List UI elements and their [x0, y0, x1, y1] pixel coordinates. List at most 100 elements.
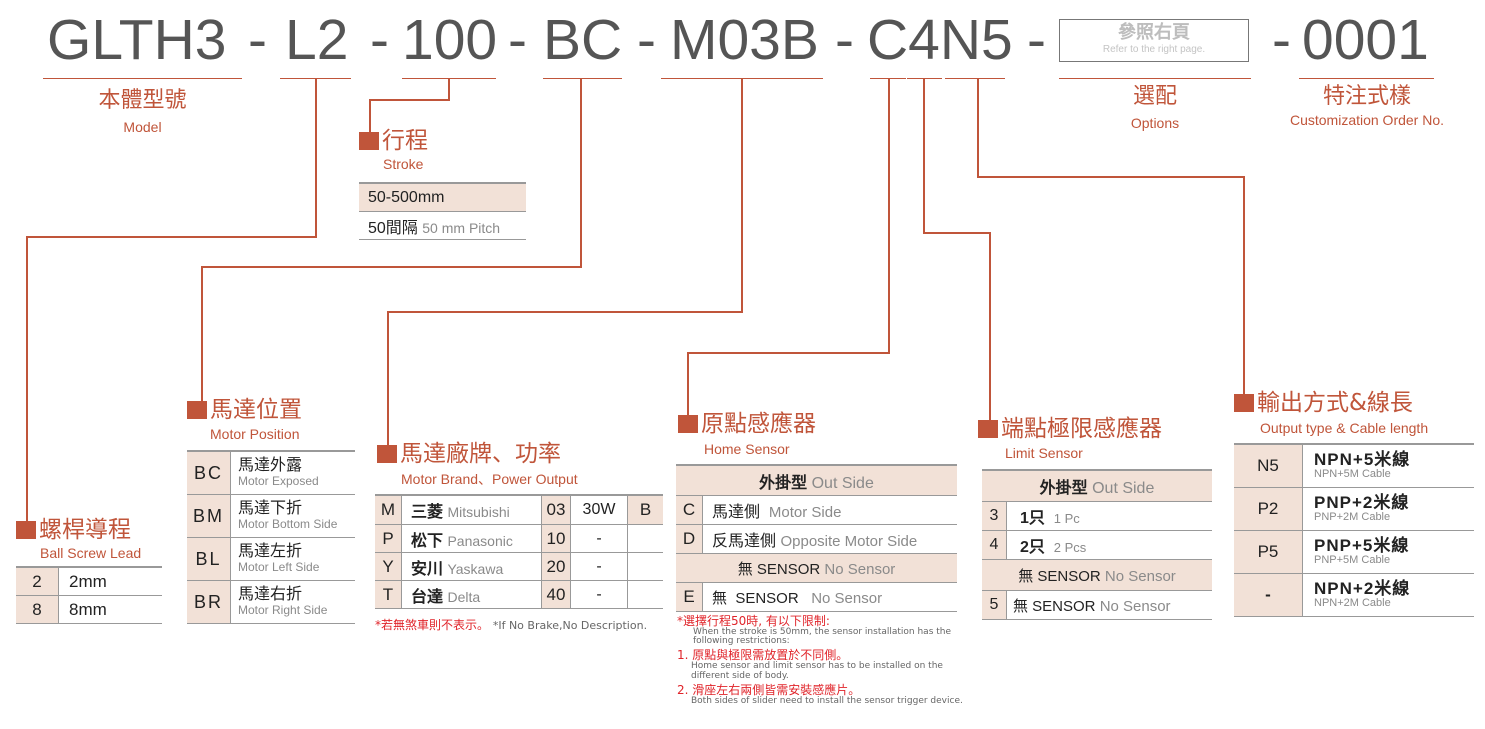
underline-motor-position: [543, 78, 622, 79]
limit-group-outside-zh: 外掛型: [1039, 480, 1088, 497]
connector-stroke: [369, 99, 371, 139]
code-segment-model: GLTH3: [47, 8, 227, 72]
limit-desc-zh: 無 SENSOR: [1013, 597, 1096, 615]
limit-desc: 2只 2 Pcs: [1006, 530, 1212, 560]
table-row: 50間隔 50 mm Pitch: [359, 211, 526, 240]
motor-position-zh: 馬達右折: [238, 586, 303, 604]
label-model-en: Model: [123, 119, 162, 135]
power-code: 40: [541, 580, 571, 609]
table-row: 50-500mm: [359, 182, 526, 212]
limit-group-none: 無 SENSOR No Sensor: [982, 559, 1212, 591]
power-value: -: [570, 552, 628, 581]
connector-motor-brand: [741, 79, 743, 312]
brand-name-zh: 三菱: [411, 504, 444, 521]
label-model-zh: 本體型號: [98, 88, 187, 113]
stroke-50-notes: *選擇行程50時, 有以下限制: When the stroke is 50mm…: [677, 615, 967, 706]
output-desc-zh: NPN+2米線: [1314, 579, 1411, 599]
limit-desc: 1只 1 Pc: [1006, 501, 1212, 531]
note-item1-en: Home sensor and limit sensor has to be i…: [691, 661, 943, 681]
stroke-pitch-en: 50 mm Pitch: [422, 219, 501, 236]
label-custom-en: Customization Order No.: [1289, 112, 1445, 128]
limit-desc-en: No Sensor: [1099, 597, 1171, 615]
lead-code: 2: [16, 566, 59, 596]
limit-code: 4: [982, 530, 1007, 560]
connector-motor-brand: [387, 311, 389, 452]
code-separator: -: [370, 8, 389, 72]
motor-brand-note-zh: *若無煞車則不表示。: [375, 618, 490, 632]
motor-brand-note: *若無煞車則不表示。 *If No Brake,No Description.: [375, 616, 647, 633]
home-group-none: 無 SENSOR No Sensor: [676, 553, 957, 583]
motor-position-code: BL: [187, 537, 231, 581]
label-options-zh: 選配: [1132, 84, 1177, 109]
lead-table: 2 2mm 8 8mm: [16, 566, 162, 624]
table-row: 3 1只 1 Pc: [982, 501, 1212, 531]
home-desc-en: No Sensor: [811, 589, 883, 607]
stroke-title-en: Stroke: [383, 156, 424, 172]
home-code: E: [676, 582, 703, 612]
home-group-outside-en: Out Side: [811, 474, 874, 492]
home-sensor-table: 外掛型 Out Side C 馬達側 Motor Side D 反馬達側 Opp…: [676, 464, 957, 612]
code-separator: -: [508, 8, 527, 72]
motor-position-title: 馬達位置: [210, 397, 302, 423]
home-group-outside-zh: 外掛型: [759, 474, 808, 492]
power-code: 20: [541, 552, 571, 581]
lead-heading: 螺桿導程: [16, 519, 131, 542]
underline-model: [43, 78, 242, 79]
home-desc-en: Motor Side: [768, 504, 842, 521]
motor-position-code: BM: [187, 494, 231, 538]
section-marker-icon: [978, 420, 998, 438]
table-row: 無 SENSOR No Sensor: [676, 553, 957, 583]
connector-lead: [315, 79, 317, 237]
motor-position-code: BC: [187, 450, 231, 495]
lead-value: 8mm: [58, 595, 162, 624]
connector-limit-sensor: [923, 79, 925, 233]
output-desc-en: NPN+5M Cable: [1314, 468, 1391, 481]
output-desc-en: PNP+5M Cable: [1314, 554, 1391, 567]
note-item2-zh: 2. 滑座左右兩側皆需安裝感應片。: [677, 682, 861, 697]
motor-position-zh: 馬達下折: [238, 500, 303, 518]
connector-motor-position: [201, 266, 582, 268]
motor-brand-title-en: Motor Brand、Power Output: [401, 471, 578, 487]
underline-stroke: [402, 78, 496, 79]
connector-home-sensor: [888, 79, 890, 353]
stroke-pitch: 50間隔 50 mm Pitch: [359, 211, 526, 240]
limit-desc-zh: 1只: [1020, 510, 1045, 527]
output-code: N5: [1234, 443, 1303, 488]
output-code: -: [1234, 573, 1303, 617]
output-desc-en: NPN+2M Cable: [1314, 597, 1391, 610]
section-marker-icon: [16, 521, 36, 539]
note-head-en: When the stroke is 50mm, the sensor inst…: [693, 626, 952, 647]
connector-home-sensor: [687, 352, 689, 422]
home-sensor-title-en: Home Sensor: [704, 441, 790, 457]
brand-code: Y: [375, 552, 402, 581]
limit-sensor-heading: 端點極限感應器: [978, 418, 1162, 441]
connector-motor-brand: [387, 311, 743, 313]
stroke-title: 行程: [382, 128, 428, 154]
code-segment-stroke: 100: [402, 8, 498, 72]
connector-stroke: [369, 99, 450, 101]
motor-brand-title: 馬達廠牌、功率: [400, 441, 561, 467]
limit-desc-en: 2 Pcs: [1053, 540, 1087, 555]
section-marker-icon: [377, 445, 397, 463]
table-row: E 無 SENSOR No Sensor: [676, 582, 957, 612]
limit-desc: 無 SENSOR No Sensor: [1006, 590, 1212, 620]
connector-motor-position: [580, 79, 582, 268]
table-row: Y 安川 Yaskawa 20 -: [375, 552, 663, 581]
table-row: 5 無 SENSOR No Sensor: [982, 590, 1212, 620]
connector-lead: [26, 236, 28, 532]
table-row: M 三菱 Mitsubishi 03 30W B: [375, 494, 663, 525]
home-sensor-title: 原點感應器: [701, 411, 816, 437]
table-row: 8 8mm: [16, 595, 162, 624]
underline-motor-brand: [661, 78, 823, 79]
connector-output: [1243, 176, 1245, 400]
